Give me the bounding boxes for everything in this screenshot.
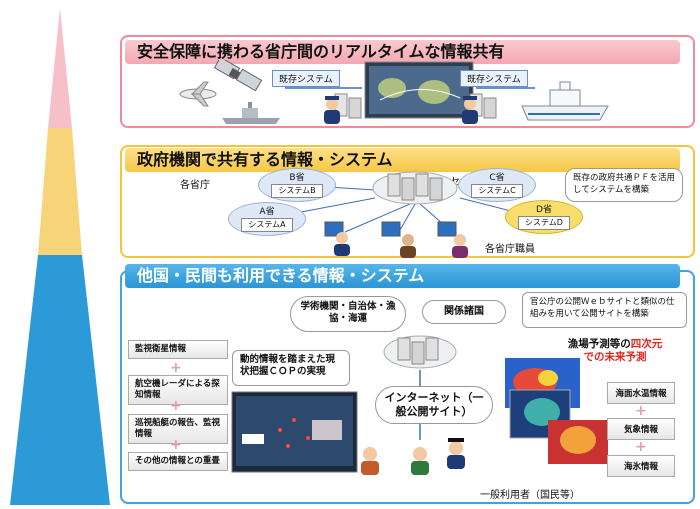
internet-bubble: インターネット（一般公開サイト）: [375, 386, 493, 424]
pyramid-graphic: [10, 8, 110, 505]
ministry-c-name: C省: [489, 173, 505, 183]
officer-icon: [324, 96, 478, 124]
ministry-d-name: D省: [536, 205, 552, 215]
aircraft-icon: [179, 81, 217, 107]
left-item-3: その他の情報との重畳: [128, 452, 228, 471]
related-countries-bubble: 関係諸国: [422, 300, 506, 324]
panel3-network: [231, 335, 608, 475]
panel3-title: 他国・民間も利用できる情報・システム: [125, 264, 680, 288]
panel2-network: [279, 171, 516, 258]
ministry-b-system: システムB: [271, 184, 323, 198]
cop-note: 動的情報を踏まえた現状把握ＣＯＰの実現: [232, 350, 350, 386]
satellite-icon: [213, 60, 263, 92]
plus-icon: +: [635, 439, 647, 455]
destroyer-ship-icon: [222, 102, 280, 124]
right-item-0: 海面水温情報: [607, 382, 675, 404]
panel1-illustration: [179, 60, 609, 124]
ministry-a-system: システムA: [241, 218, 293, 232]
ministry-d: D省 システムD: [505, 200, 583, 234]
plus-icon: +: [635, 403, 647, 419]
ministries-label: 各省庁: [180, 180, 210, 191]
plus-icon: +: [170, 437, 182, 453]
right-item-2: 海氷情報: [607, 455, 675, 477]
forecast-map-icon: [505, 358, 608, 464]
right-item-1: 気象情報: [607, 418, 675, 440]
public-web-note: 官公庁の公開Ｗｅｂサイトと類似の仕組みを用いて公開サイトを構築: [522, 292, 687, 328]
ministry-a-name: A省: [259, 207, 275, 217]
public-users-icon: [361, 438, 465, 475]
left-item-0: 監視衛星情報: [128, 340, 228, 359]
staff-terminals-icon: [324, 221, 468, 258]
public-users-label: 一般利用者（国民等）: [480, 490, 580, 501]
forecast-title-line2: での未来予測: [583, 351, 647, 363]
ministry-a: A省 システムA: [228, 202, 306, 236]
ministry-d-system: システムD: [518, 216, 570, 230]
academic-bubble: 学術機関・自治体・漁協・海運: [290, 296, 406, 332]
platform-note: 既存の政府共通ＰＦを活用してシステムを構築: [565, 168, 683, 202]
staff-label: 各省庁職員: [485, 244, 535, 255]
cop-map-screen-icon: [231, 391, 358, 473]
ministry-c: C省 システムC: [458, 168, 536, 202]
public-servers-icon: [383, 335, 457, 369]
ministry-c-system: システムC: [471, 184, 523, 198]
plus-icon: +: [170, 398, 182, 414]
datacenter-servers-icon: [372, 171, 458, 205]
ministry-b: B省 システムB: [258, 168, 336, 202]
forecast-highlight: 四次元: [630, 338, 663, 350]
map-screen-icon: [364, 61, 474, 119]
patrol-ship-icon: [521, 81, 609, 121]
ministry-b-name: B省: [289, 173, 305, 183]
forecast-title: 漁場予測等の四次元 での未来予測: [540, 338, 690, 364]
panel1-title: 安全保障に携わる省庁間のリアルタイムな情報共有: [125, 40, 680, 64]
left-item-1: 航空機レーダによる探知情報: [128, 375, 228, 405]
existing-system-label-left: 既存システム: [272, 70, 340, 87]
forecast-title-prefix: 漁場予測等の: [567, 338, 631, 350]
plus-icon: +: [170, 360, 182, 376]
existing-system-label-right: 既存システム: [460, 70, 528, 87]
left-item-2: 巡視船艇の報告、監視情報: [128, 414, 228, 444]
